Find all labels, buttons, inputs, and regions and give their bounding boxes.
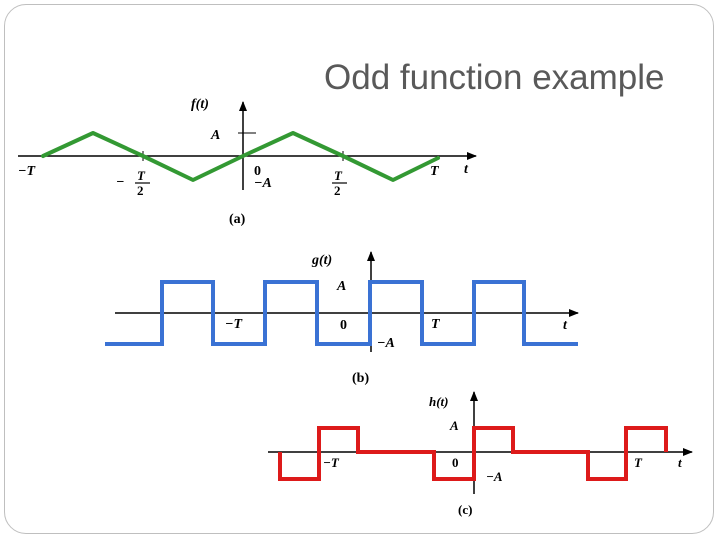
plot-c-ylabel: h(t) (429, 394, 449, 409)
plot-c-waveform (278, 426, 668, 481)
plot-b-xlabel: t (563, 318, 568, 333)
plot-a-waveform (41, 131, 440, 182)
plot-c-xlabel: t (678, 455, 682, 470)
plot-a-neg-half-den: 2 (137, 183, 144, 198)
plot-c-neg-amp-label: −A (486, 469, 503, 484)
plot-a-half-den: 2 (334, 183, 341, 198)
plot-a-T-label: T (430, 164, 440, 179)
plot-a-caption: (a) (229, 212, 246, 227)
plot-a-zero-label: 0 (254, 164, 261, 179)
plot-b: g(t) A −T 0 T t −A (b) (105, 251, 579, 386)
plot-c-neg-T-label: −T (323, 455, 340, 470)
plot-c-caption: (c) (458, 502, 472, 517)
plot-b-amp-label: A (336, 279, 346, 294)
plot-a-neg-half-num: T (137, 168, 146, 183)
plot-b-caption: (b) (352, 371, 369, 386)
plot-c: h(t) A −T 0 T t −A (c) (268, 391, 693, 517)
plot-b-ylabel: g(t) (311, 253, 332, 268)
plot-a-neg-T-label: −T (18, 164, 36, 179)
plot-c-amp-label: A (449, 418, 459, 433)
plot-b-neg-T-label: −T (225, 317, 243, 332)
plot-b-zero-label: 0 (340, 318, 347, 333)
plot-a: f(t) A 0 −A −T T t − T 2 T 2 (a) (18, 97, 477, 227)
plot-b-T-label: T (431, 317, 441, 332)
plot-b-neg-amp-label: −A (377, 336, 395, 351)
plot-a-ylabel: f(t) (191, 97, 209, 112)
plot-a-neg-half-sign: − (116, 175, 124, 190)
plot-c-zero-label: 0 (452, 455, 459, 470)
plot-c-T-label: T (634, 455, 643, 470)
plot-b-waveform (105, 280, 578, 346)
slide-title: Odd function example (324, 58, 665, 97)
plot-a-xlabel: t (464, 162, 469, 177)
plot-a-half-num: T (334, 168, 343, 183)
plot-a-amp-label: A (210, 128, 220, 143)
plot-a-neg-amp-label: −A (254, 176, 272, 191)
